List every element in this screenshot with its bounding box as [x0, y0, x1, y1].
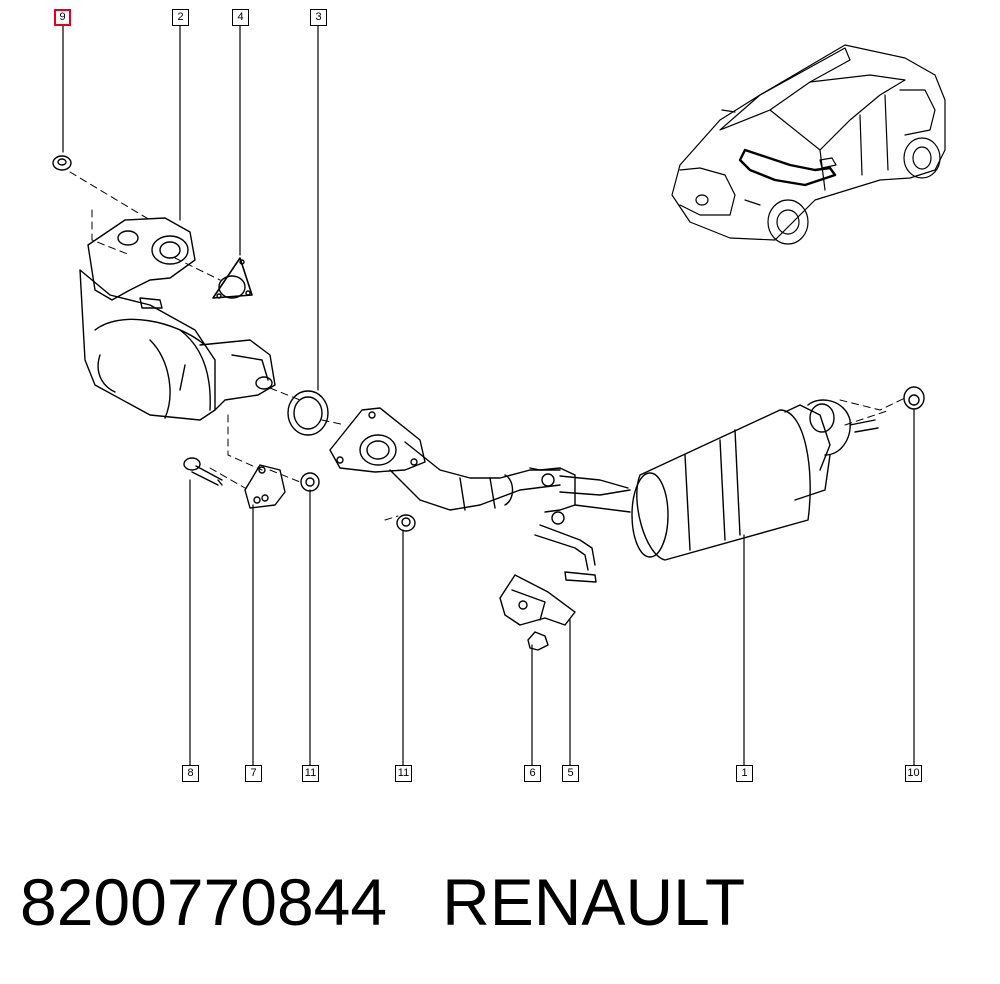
ring-seal-part-3[interactable] — [287, 390, 329, 436]
callout-7[interactable]: 7 — [245, 765, 262, 782]
bracket-part-7[interactable] — [244, 464, 286, 509]
part-caption: 8200770844 RENAULT — [20, 862, 745, 942]
nut-part-10[interactable] — [903, 386, 925, 410]
particulate-filter-part-1[interactable] — [631, 399, 879, 561]
flanged-downpipe[interactable] — [329, 407, 631, 583]
catalytic-converter-part-2[interactable] — [79, 217, 276, 421]
callout-10[interactable]: 10 — [905, 765, 922, 782]
callout-11-right[interactable]: 11 — [395, 765, 412, 782]
bolt-part-8[interactable] — [183, 457, 223, 486]
assembly-dashes — [69, 171, 906, 521]
callout-2[interactable]: 2 — [172, 9, 189, 26]
leader-lines — [62, 24, 915, 766]
callout-8[interactable]: 8 — [182, 765, 199, 782]
callout-5[interactable]: 5 — [562, 765, 579, 782]
mount-bracket-part-5[interactable] — [499, 574, 576, 626]
vehicle-overview — [671, 44, 946, 245]
nut-part-11-upper[interactable] — [300, 472, 320, 492]
callout-3[interactable]: 3 — [310, 9, 327, 26]
callout-9[interactable]: 9 — [54, 9, 71, 26]
callout-11-left[interactable]: 11 — [302, 765, 319, 782]
gasket-part-4[interactable] — [212, 257, 253, 299]
callout-1[interactable]: 1 — [736, 765, 753, 782]
part-number: 8200770844 — [20, 865, 388, 939]
nut-part-11-lower[interactable] — [396, 514, 416, 532]
nut-part-9[interactable] — [52, 155, 72, 171]
brand-name: RENAULT — [442, 865, 746, 939]
rubber-mount-part-6[interactable] — [527, 631, 549, 651]
callout-4[interactable]: 4 — [232, 9, 249, 26]
callout-6[interactable]: 6 — [524, 765, 541, 782]
